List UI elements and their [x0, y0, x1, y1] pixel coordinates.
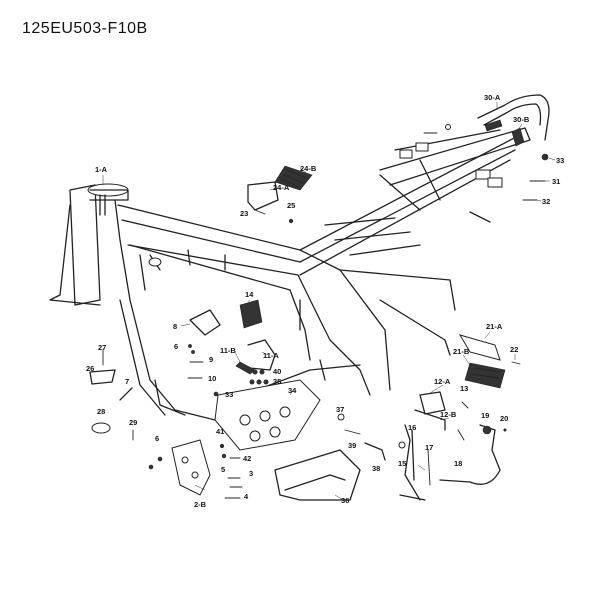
callout-18: 18: [454, 459, 462, 468]
callout-31: 31: [552, 177, 560, 186]
callout-17: 17: [425, 443, 433, 452]
callout-8: 8: [173, 322, 177, 331]
callout-33-bottom: 33: [225, 390, 233, 399]
callout-39: 39: [348, 441, 356, 450]
callout-16: 16: [408, 423, 416, 432]
callout-37: 37: [336, 405, 344, 414]
callout-28: 28: [97, 407, 105, 416]
callout-6-lower: 6: [155, 434, 159, 443]
grab-handle: [477, 94, 550, 141]
callout-36: 36: [341, 496, 349, 505]
parts: [89, 94, 550, 501]
callout-21a: 21-A: [486, 322, 503, 331]
callout-35: 35: [273, 377, 281, 386]
callout-21b: 21-B: [453, 347, 470, 356]
callout-20: 20: [500, 414, 508, 423]
callout-6-upper: 6: [174, 342, 178, 351]
callout-2b: 2-B: [194, 500, 207, 509]
callout-24a: 24-A: [273, 183, 290, 192]
callout-12a: 12-A: [434, 377, 451, 386]
callout-9: 9: [209, 355, 213, 364]
callout-26: 26: [86, 364, 94, 373]
callout-30a: 30-A: [484, 93, 501, 102]
callout-10: 10: [208, 374, 216, 383]
callout-3: 3: [249, 469, 253, 478]
callout-11b: 11-B: [220, 346, 236, 355]
callout-5: 5: [221, 465, 225, 474]
callout-labels: 1-A 24-B 24-A 25 23 30-A 30-B 33 31 32 2…: [86, 93, 564, 509]
callout-30b: 30-B: [513, 115, 530, 124]
callout-40: 40: [273, 367, 281, 376]
callout-24b: 24-B: [300, 164, 317, 173]
callout-7: 7: [125, 377, 129, 386]
callout-13: 13: [460, 384, 468, 393]
callout-4: 4: [244, 492, 249, 501]
callout-34: 34: [288, 386, 297, 395]
callout-27: 27: [98, 343, 106, 352]
leader-lines: [102, 102, 556, 501]
callout-38: 38: [372, 464, 380, 473]
callout-32: 32: [542, 197, 550, 206]
main-frame: [49, 127, 531, 421]
callout-29: 29: [129, 418, 137, 427]
callout-15: 15: [398, 459, 406, 468]
callout-1a: 1-A: [95, 165, 108, 174]
callout-33-top: 33: [556, 156, 564, 165]
callout-19: 19: [481, 411, 489, 420]
callout-25: 25: [287, 201, 295, 210]
callout-22: 22: [510, 345, 518, 354]
callout-42: 42: [243, 454, 251, 463]
callout-23: 23: [240, 209, 248, 218]
callout-14: 14: [245, 290, 254, 299]
callout-41: 41: [216, 427, 224, 436]
callout-11a: 11-A: [263, 351, 279, 360]
diagram-title: 125EU503-F10B: [22, 20, 148, 37]
callout-12b: 12-B: [440, 410, 457, 419]
